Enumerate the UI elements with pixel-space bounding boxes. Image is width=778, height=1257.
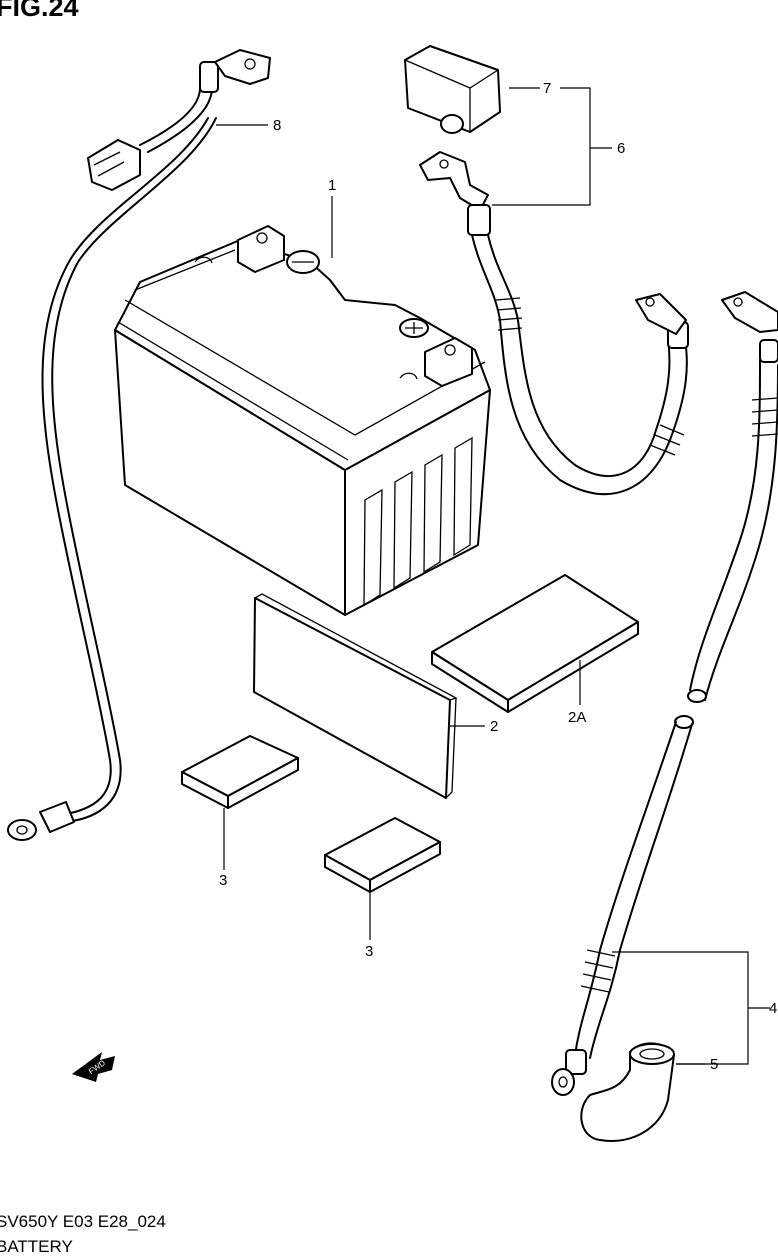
callout-7: 7 — [543, 80, 551, 97]
callout-2: 2 — [490, 718, 498, 735]
pad-part-2 — [253, 593, 458, 799]
callout-6: 6 — [617, 140, 625, 157]
callout-1: 1 — [328, 177, 336, 194]
pad-part-3-a — [181, 735, 299, 809]
callout-4: 4 — [769, 1000, 777, 1017]
callout-5: 5 — [710, 1056, 718, 1073]
fwd-arrow-icon: FWD — [72, 1052, 115, 1082]
diagram-code: SV650Y E03 E28_024 — [0, 1212, 166, 1231]
callout-2a: 2A — [568, 709, 586, 726]
pad-part-2a — [431, 574, 639, 713]
pad-part-3-b — [324, 817, 441, 893]
callout-8: 8 — [273, 117, 281, 134]
negative-cable-part-4 — [551, 291, 778, 1142]
diagram-name: BATTERY — [0, 1237, 73, 1256]
wire-harness-part-8 — [7, 49, 271, 841]
figure-title: FIG.24 — [0, 0, 79, 22]
battery-part-1 — [114, 225, 491, 616]
callout-3-a: 3 — [219, 872, 227, 889]
callout-3-b: 3 — [365, 943, 373, 960]
callout-lines — [216, 87, 770, 1065]
positive-cable-part-6 — [404, 45, 689, 496]
